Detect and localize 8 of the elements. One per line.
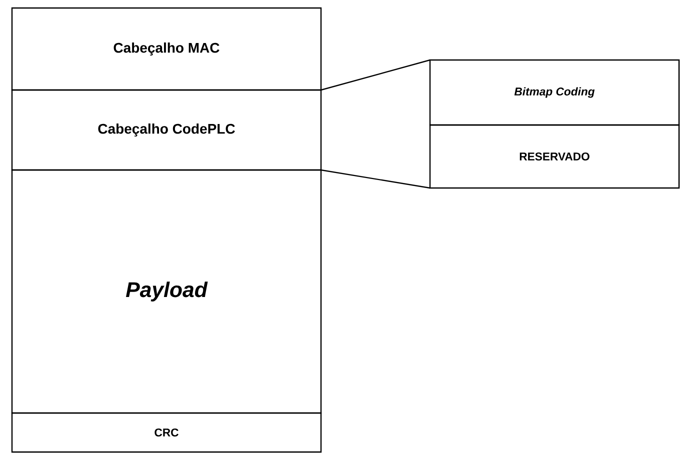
field-box: Cabeçalho CodePLC [11,89,322,171]
field-box: Cabeçalho MAC [11,7,322,91]
field-box: Bitmap Coding [429,59,680,126]
connector-line [320,59,430,91]
field-box: Payload [11,169,322,414]
connector-line [320,169,430,189]
field-box: RESERVADO [429,124,680,189]
field-box: CRC [11,412,322,453]
